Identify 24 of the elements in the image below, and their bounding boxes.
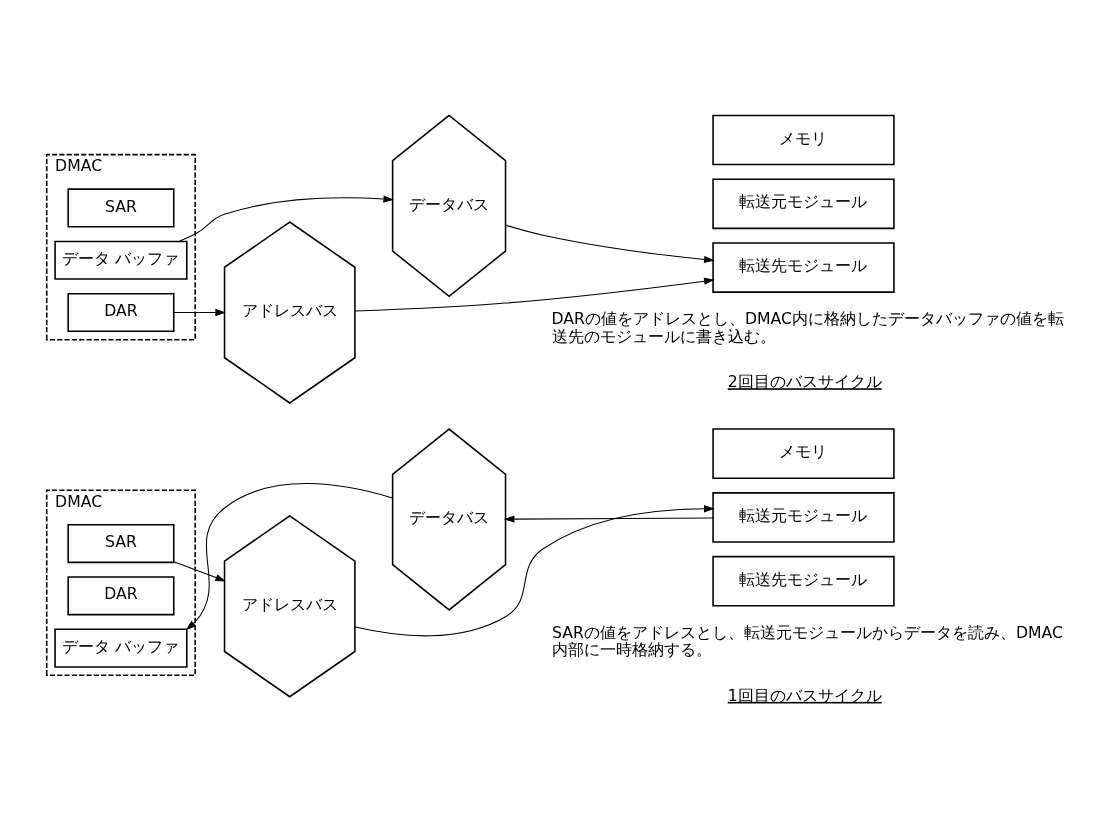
node-box: 転送先モジュール bbox=[712, 555, 895, 607]
node-box: データ バッファ bbox=[54, 628, 188, 668]
label: SARの値をアドレスとし、転送元モジュールからデータを読み、DMAC内部に一時格納する。 bbox=[552, 622, 1063, 659]
label: 1回目のバスサイクル bbox=[727, 685, 882, 705]
arrow bbox=[185, 482, 393, 630]
node-box: SAR bbox=[67, 523, 175, 563]
arrow bbox=[354, 277, 715, 311]
arrow bbox=[173, 308, 226, 316]
node-box: 転送元モジュール bbox=[712, 491, 895, 543]
arrow bbox=[178, 194, 394, 242]
node-box: DAR bbox=[67, 292, 175, 332]
node-box: データ バッファ bbox=[54, 240, 188, 280]
node-box: DAR bbox=[67, 575, 175, 615]
node-box: 転送先モジュール bbox=[712, 241, 895, 293]
arrow bbox=[505, 224, 715, 263]
node-box: 転送元モジュール bbox=[712, 177, 895, 229]
label: 2回目のバスサイクル bbox=[727, 371, 882, 391]
node-box: メモリ bbox=[712, 114, 895, 165]
arrow bbox=[173, 560, 226, 581]
node-box: SAR bbox=[67, 187, 175, 228]
label: DARの値をアドレスとし、DMAC内に格納したデータバッファの値を転送先のモジュールに書き込む。 bbox=[551, 308, 1064, 346]
node-box: メモリ bbox=[712, 427, 895, 479]
arrow bbox=[504, 514, 714, 523]
arrow bbox=[354, 504, 715, 636]
